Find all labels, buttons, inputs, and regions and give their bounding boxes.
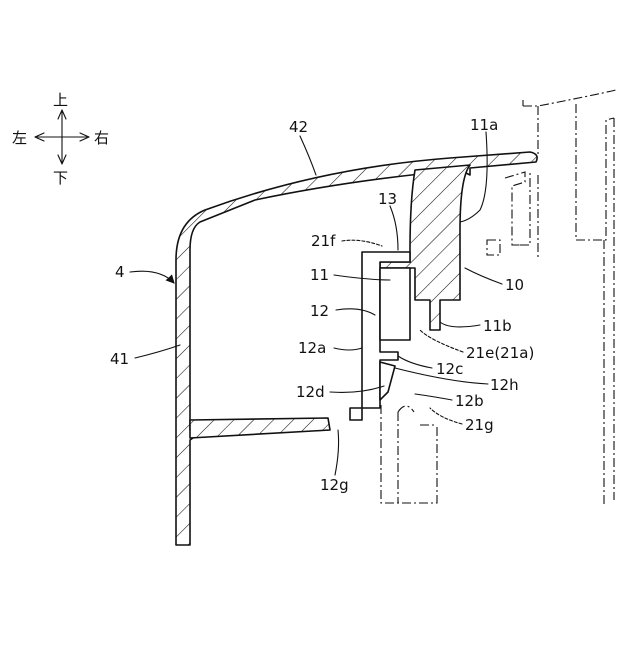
label-13: 13 bbox=[378, 190, 397, 208]
label-21f: 21f bbox=[311, 232, 336, 250]
label-12: 12 bbox=[310, 302, 329, 320]
label-41: 41 bbox=[110, 350, 129, 368]
label-12a: 12a bbox=[298, 339, 326, 357]
label-11a: 11a bbox=[470, 116, 498, 134]
label-42: 42 bbox=[289, 118, 308, 136]
label-11: 11 bbox=[310, 266, 329, 284]
label-10: 10 bbox=[505, 276, 524, 294]
clip-12 bbox=[350, 252, 410, 420]
label-12d: 12d bbox=[296, 383, 325, 401]
phantom-bracket bbox=[487, 170, 530, 255]
lower-flange bbox=[190, 418, 330, 438]
label-11b: 11b bbox=[483, 317, 512, 335]
clip-inner-cavity bbox=[380, 268, 410, 340]
label-21g: 21g bbox=[465, 416, 494, 434]
direction-compass: 上 下 左 右 bbox=[12, 91, 109, 187]
label-12h: 12h bbox=[490, 376, 519, 394]
phantom-lower-slab bbox=[381, 405, 437, 503]
label-4: 4 bbox=[115, 263, 125, 281]
clip-lip-12h bbox=[380, 362, 395, 400]
label-12c: 12c bbox=[436, 360, 463, 378]
phantom-panel-right bbox=[523, 90, 616, 505]
label-12g: 12g bbox=[320, 476, 349, 494]
label-21e: 21e(21a) bbox=[466, 344, 534, 362]
compass-up-label: 上 bbox=[53, 91, 68, 109]
compass-left-label: 左 bbox=[12, 129, 27, 147]
label-12b: 12b bbox=[455, 392, 484, 410]
compass-down-label: 下 bbox=[53, 169, 68, 187]
compass-right-label: 右 bbox=[94, 129, 109, 147]
